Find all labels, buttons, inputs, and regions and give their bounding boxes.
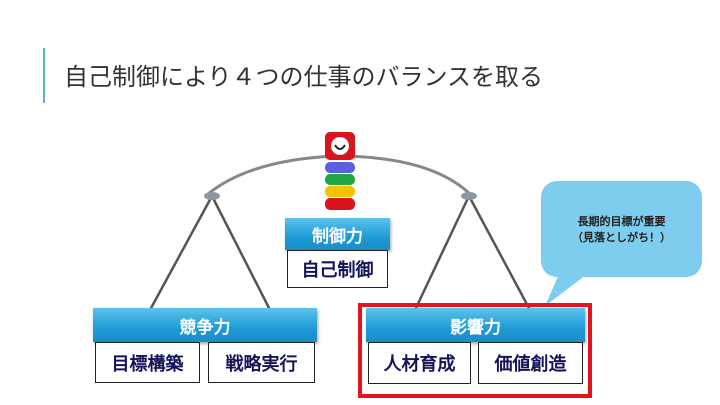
left-string [148, 195, 214, 311]
competitiveness-header: 競争力 [93, 308, 317, 342]
callout-tail [545, 272, 590, 306]
slide-title: 自己制御により４つの仕事のバランスを取る [64, 63, 544, 91]
right-string [467, 195, 532, 311]
callout-line1: 長期的目標が重要 [577, 215, 666, 228]
right-item: 人材育成 [368, 342, 471, 384]
control-item: 自己制御 [287, 250, 388, 288]
control-header: 制御力 [285, 218, 390, 250]
left-string [210, 195, 272, 311]
left-item: 戦略実行 [208, 342, 315, 383]
title-accent-bar [43, 48, 45, 103]
callout-bubble: 長期的目標が重要 （見落としがち！） [541, 181, 702, 277]
figure-icon [325, 132, 355, 210]
right-pivot [461, 192, 477, 200]
callout-line2: （見落としがち！） [572, 231, 671, 244]
highlight-frame [358, 303, 592, 398]
left-pivot [204, 192, 220, 200]
left-item: 目標構築 [95, 342, 200, 383]
influence-header: 影響力 [366, 308, 585, 342]
right-string [413, 195, 471, 311]
right-item: 価値創造 [478, 342, 583, 384]
